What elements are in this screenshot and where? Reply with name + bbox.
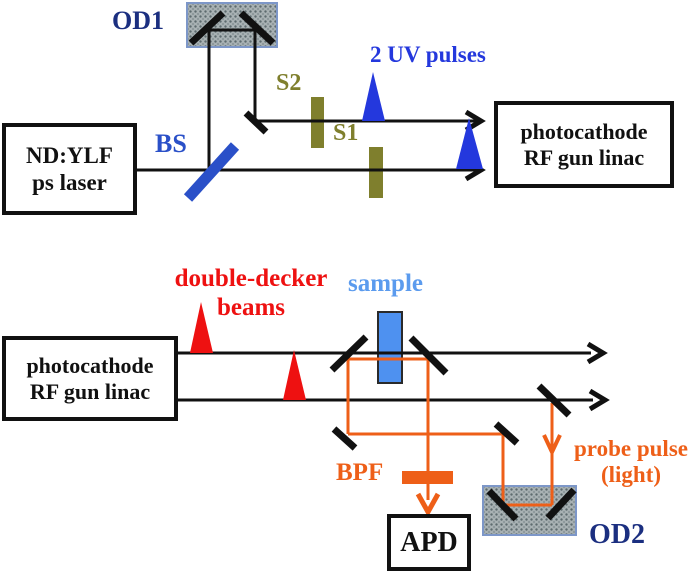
double-decker-label-line2: beams (216, 293, 286, 321)
gun-box-top-line1: photocathode (520, 118, 648, 144)
od2-label: OD2 (589, 519, 645, 550)
mirror-probe-pickoff (536, 383, 572, 418)
bs-label: BS (155, 129, 187, 158)
apd-box: APD (387, 514, 471, 571)
s1-label: S1 (333, 120, 359, 146)
probe-pulse-label: probe pulse (light) (562, 436, 700, 489)
sample-label: sample (348, 270, 423, 297)
mirror-od2-left (486, 488, 519, 522)
double-decker-label: double-decker beams (165, 265, 337, 323)
apd-box-label: APD (400, 526, 458, 558)
double-decker-label-line1: double-decker (174, 265, 328, 292)
double-decker-triangle-lower (283, 350, 306, 400)
mirror-above-od2 (493, 421, 520, 446)
arrowhead-upper-bottom-beam (586, 341, 608, 365)
slit-s1 (369, 147, 383, 198)
probe-pulse-label-line2: (light) (600, 462, 662, 488)
mirror-od1-right (238, 10, 276, 46)
od2-delay-stage (482, 485, 577, 536)
probe-arrowhead-down (542, 434, 562, 457)
laser-box-line1: ND:YLF (26, 142, 113, 168)
probe-arrowhead-apd (415, 492, 441, 518)
probe-pulse-label-line1: probe pulse (574, 436, 688, 461)
beam-splitter (183, 142, 240, 202)
gun-box-bottom-line1: photocathode (26, 352, 154, 378)
bpf-label: BPF (336, 459, 384, 486)
mirror-sample-right (408, 335, 449, 376)
uv-pulses-label: 2 UV pulses (370, 42, 486, 67)
od1-label: OD1 (112, 6, 164, 35)
sample-cell (377, 311, 403, 384)
uv-pulse-triangle-1 (362, 72, 385, 121)
gun-box-top: photocathode RF gun linac (494, 101, 674, 188)
mirror-bottom-left (331, 426, 358, 451)
mirror-od1-left (188, 10, 226, 46)
s2-label: S2 (276, 70, 302, 96)
mirror-fold-top (243, 110, 269, 135)
mirror-sample-left (329, 334, 369, 373)
mirror-od2-right (545, 487, 577, 521)
gun-box-bottom: photocathode RF gun linac (2, 336, 178, 421)
gun-box-top-line2: RF gun linac (523, 144, 645, 170)
uv-pulse-triangle-2 (456, 118, 483, 169)
double-decker-triangle-upper (190, 302, 213, 353)
laser-box-line2: ps laser (32, 170, 107, 195)
gun-box-bottom-line2: RF gun linac (29, 378, 151, 404)
laser-box: ND:YLF ps laser (2, 123, 137, 215)
od1-delay-stage (186, 2, 278, 48)
arrowhead-lower-bottom-beam (588, 388, 610, 412)
